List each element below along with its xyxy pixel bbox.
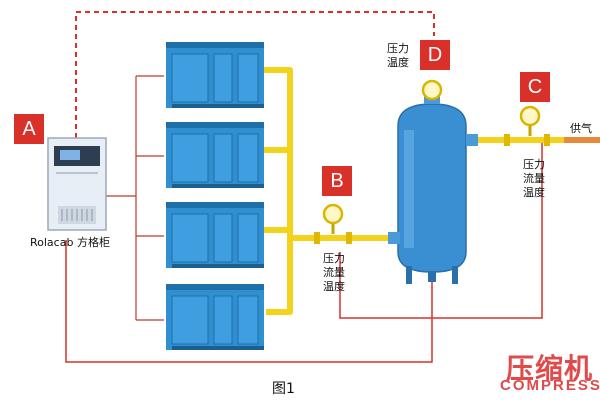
air-pipes bbox=[264, 67, 564, 315]
cabinet-label: Rolacab 方格柜 bbox=[30, 236, 110, 249]
compressor-2 bbox=[166, 122, 264, 188]
compressor-1 bbox=[166, 42, 264, 108]
watermark-brand-en: COMPRESS bbox=[500, 377, 600, 394]
gauge-b bbox=[322, 203, 344, 234]
gauge-c bbox=[519, 105, 541, 136]
signal-lines bbox=[106, 75, 164, 321]
figure-caption: 图1 bbox=[272, 381, 295, 397]
compressor-units bbox=[166, 42, 264, 350]
pipe-joints bbox=[314, 134, 550, 244]
supply-label: 供气 bbox=[570, 122, 592, 135]
control-line-dashed bbox=[75, 11, 435, 138]
gauge-d bbox=[421, 79, 443, 101]
marker-c: C bbox=[520, 72, 550, 102]
watermark-brand-cn: 压缩机 bbox=[506, 352, 594, 385]
control-cabinet bbox=[47, 137, 107, 231]
d-sensor-label: 压力温度 bbox=[387, 42, 409, 69]
compressor-3 bbox=[166, 202, 264, 268]
air-receiver-tank bbox=[388, 90, 478, 284]
b-sensor-label: 压力流量温度 bbox=[323, 252, 345, 293]
marker-b: B bbox=[322, 166, 352, 196]
compressor-4 bbox=[166, 284, 264, 350]
c-sensor-label: 压力流量温度 bbox=[523, 158, 545, 199]
marker-d: D bbox=[420, 40, 450, 70]
marker-a: A bbox=[14, 114, 44, 144]
